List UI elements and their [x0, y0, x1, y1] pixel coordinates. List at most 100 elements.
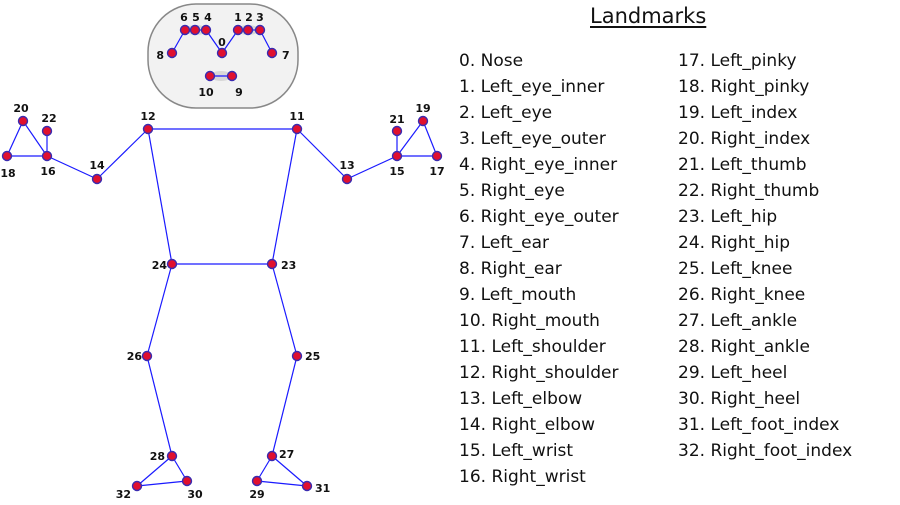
joint-9 — [226, 70, 238, 82]
legend-item: 24. Right_hip — [678, 233, 790, 253]
joint-30 — [181, 475, 193, 487]
joint-23 — [266, 258, 278, 270]
legend-item: 13. Left_elbow — [459, 389, 583, 409]
legend-item: 8. Right_ear — [459, 259, 562, 279]
legend-item: 10. Right_mouth — [459, 311, 600, 331]
bone-15-19 — [396, 120, 424, 157]
legend-item: 14. Right_elbow — [459, 415, 595, 435]
legend-item: 9. Left_mouth — [459, 285, 577, 305]
point-label-17: 17 — [429, 165, 444, 178]
joint-14 — [91, 173, 103, 185]
joint-8 — [166, 47, 178, 59]
point-label-18: 18 — [0, 167, 15, 180]
bone-29-31 — [256, 480, 308, 487]
point-label-21: 21 — [389, 113, 404, 126]
joint-20 — [17, 115, 29, 127]
joint-6 — [179, 24, 191, 36]
bone-13-15 — [346, 155, 398, 180]
joint-24 — [166, 258, 178, 270]
legend-column-right: 17. Left_pinky 18. Right_pinky 19. Left_… — [678, 50, 852, 466]
joint-13 — [341, 173, 353, 185]
joint-16 — [41, 150, 53, 162]
point-label-14: 14 — [89, 159, 105, 172]
joint-32 — [131, 480, 143, 492]
joint-1 — [232, 24, 244, 36]
legend-column-left: 0. Nose 1. Left_eye_inner 2. Left_eye 3.… — [459, 50, 619, 492]
legend-item: 6. Right_eye_outer — [459, 207, 619, 227]
point-label-11: 11 — [289, 110, 304, 123]
legend-item: 28. Right_ankle — [678, 337, 810, 357]
point-label-7: 7 — [282, 49, 290, 62]
legend-item: 21. Left_thumb — [678, 155, 807, 175]
joint-28 — [166, 450, 178, 462]
legend-item: 26. Right_knee — [678, 285, 806, 305]
joint-11 — [291, 123, 303, 135]
point-label-28: 28 — [150, 450, 165, 463]
bone-12-24 — [147, 128, 173, 265]
point-label-12: 12 — [140, 110, 155, 123]
bone-26-28 — [146, 355, 173, 457]
bone-25-27 — [271, 355, 298, 457]
point-label-13: 13 — [339, 159, 354, 172]
point-label-32: 32 — [116, 488, 131, 501]
joint-3 — [254, 24, 266, 36]
joint-22 — [41, 125, 53, 137]
point-label-27: 27 — [279, 448, 294, 461]
bone-27-31 — [271, 455, 308, 487]
bone-17-19 — [422, 120, 438, 157]
joint-27 — [266, 450, 278, 462]
joint-5 — [189, 24, 201, 36]
joint-21 — [391, 125, 403, 137]
joint-10 — [204, 70, 216, 82]
point-label-6: 6 — [180, 11, 188, 24]
legend-item: 23. Left_hip — [678, 207, 778, 227]
point-label-15: 15 — [389, 165, 404, 178]
legend-item: 17. Left_pinky — [678, 51, 797, 71]
point-label-24: 24 — [152, 259, 168, 272]
legend-title: Landmarks — [590, 4, 707, 28]
joint-4 — [200, 24, 212, 36]
point-label-5: 5 — [192, 11, 200, 24]
point-label-4: 4 — [204, 11, 212, 24]
legend-item: 30. Right_heel — [678, 389, 801, 409]
joint-17 — [431, 150, 443, 162]
bone-11-23 — [271, 128, 298, 265]
point-label-31: 31 — [315, 482, 330, 495]
bone-16-20 — [22, 120, 48, 157]
point-label-2: 2 — [245, 11, 253, 24]
legend-item: 31. Left_foot_index — [678, 415, 840, 435]
point-label-22: 22 — [41, 112, 56, 125]
point-label-23: 23 — [281, 259, 296, 272]
legend-item: 25. Left_knee — [678, 259, 793, 279]
point-label-9: 9 — [235, 86, 243, 99]
point-label-8: 8 — [156, 49, 164, 62]
legend-item: 20. Right_index — [678, 129, 811, 149]
legend-item: 19. Left_index — [678, 103, 798, 123]
bone-30-32 — [136, 480, 188, 487]
legend-item: 3. Left_eye_outer — [459, 129, 606, 149]
point-label-10: 10 — [198, 86, 214, 99]
joint-0 — [216, 47, 228, 59]
legend-item: 1. Left_eye_inner — [459, 77, 605, 97]
legend-item: 7. Left_ear — [459, 233, 549, 253]
point-label-26: 26 — [127, 350, 143, 363]
joint-25 — [291, 350, 303, 362]
legend-item: 12. Right_shoulder — [459, 363, 619, 383]
bone-18-20 — [6, 120, 24, 157]
point-label-25: 25 — [305, 350, 320, 363]
legend-item: 5. Right_eye — [459, 181, 565, 201]
legend-item: 15. Left_wrist — [459, 441, 574, 461]
joint-7 — [266, 47, 278, 59]
legend-item: 18. Right_pinky — [678, 77, 810, 97]
legend-item: 22. Right_thumb — [678, 181, 820, 201]
point-label-29: 29 — [249, 488, 264, 501]
bone-12-14 — [96, 128, 149, 180]
skeleton-joints — [1, 24, 443, 492]
point-label-20: 20 — [13, 102, 29, 115]
legend-item: 11. Left_shoulder — [459, 337, 606, 357]
point-label-0: 0 — [218, 36, 226, 49]
joint-15 — [391, 150, 403, 162]
joint-19 — [417, 115, 429, 127]
